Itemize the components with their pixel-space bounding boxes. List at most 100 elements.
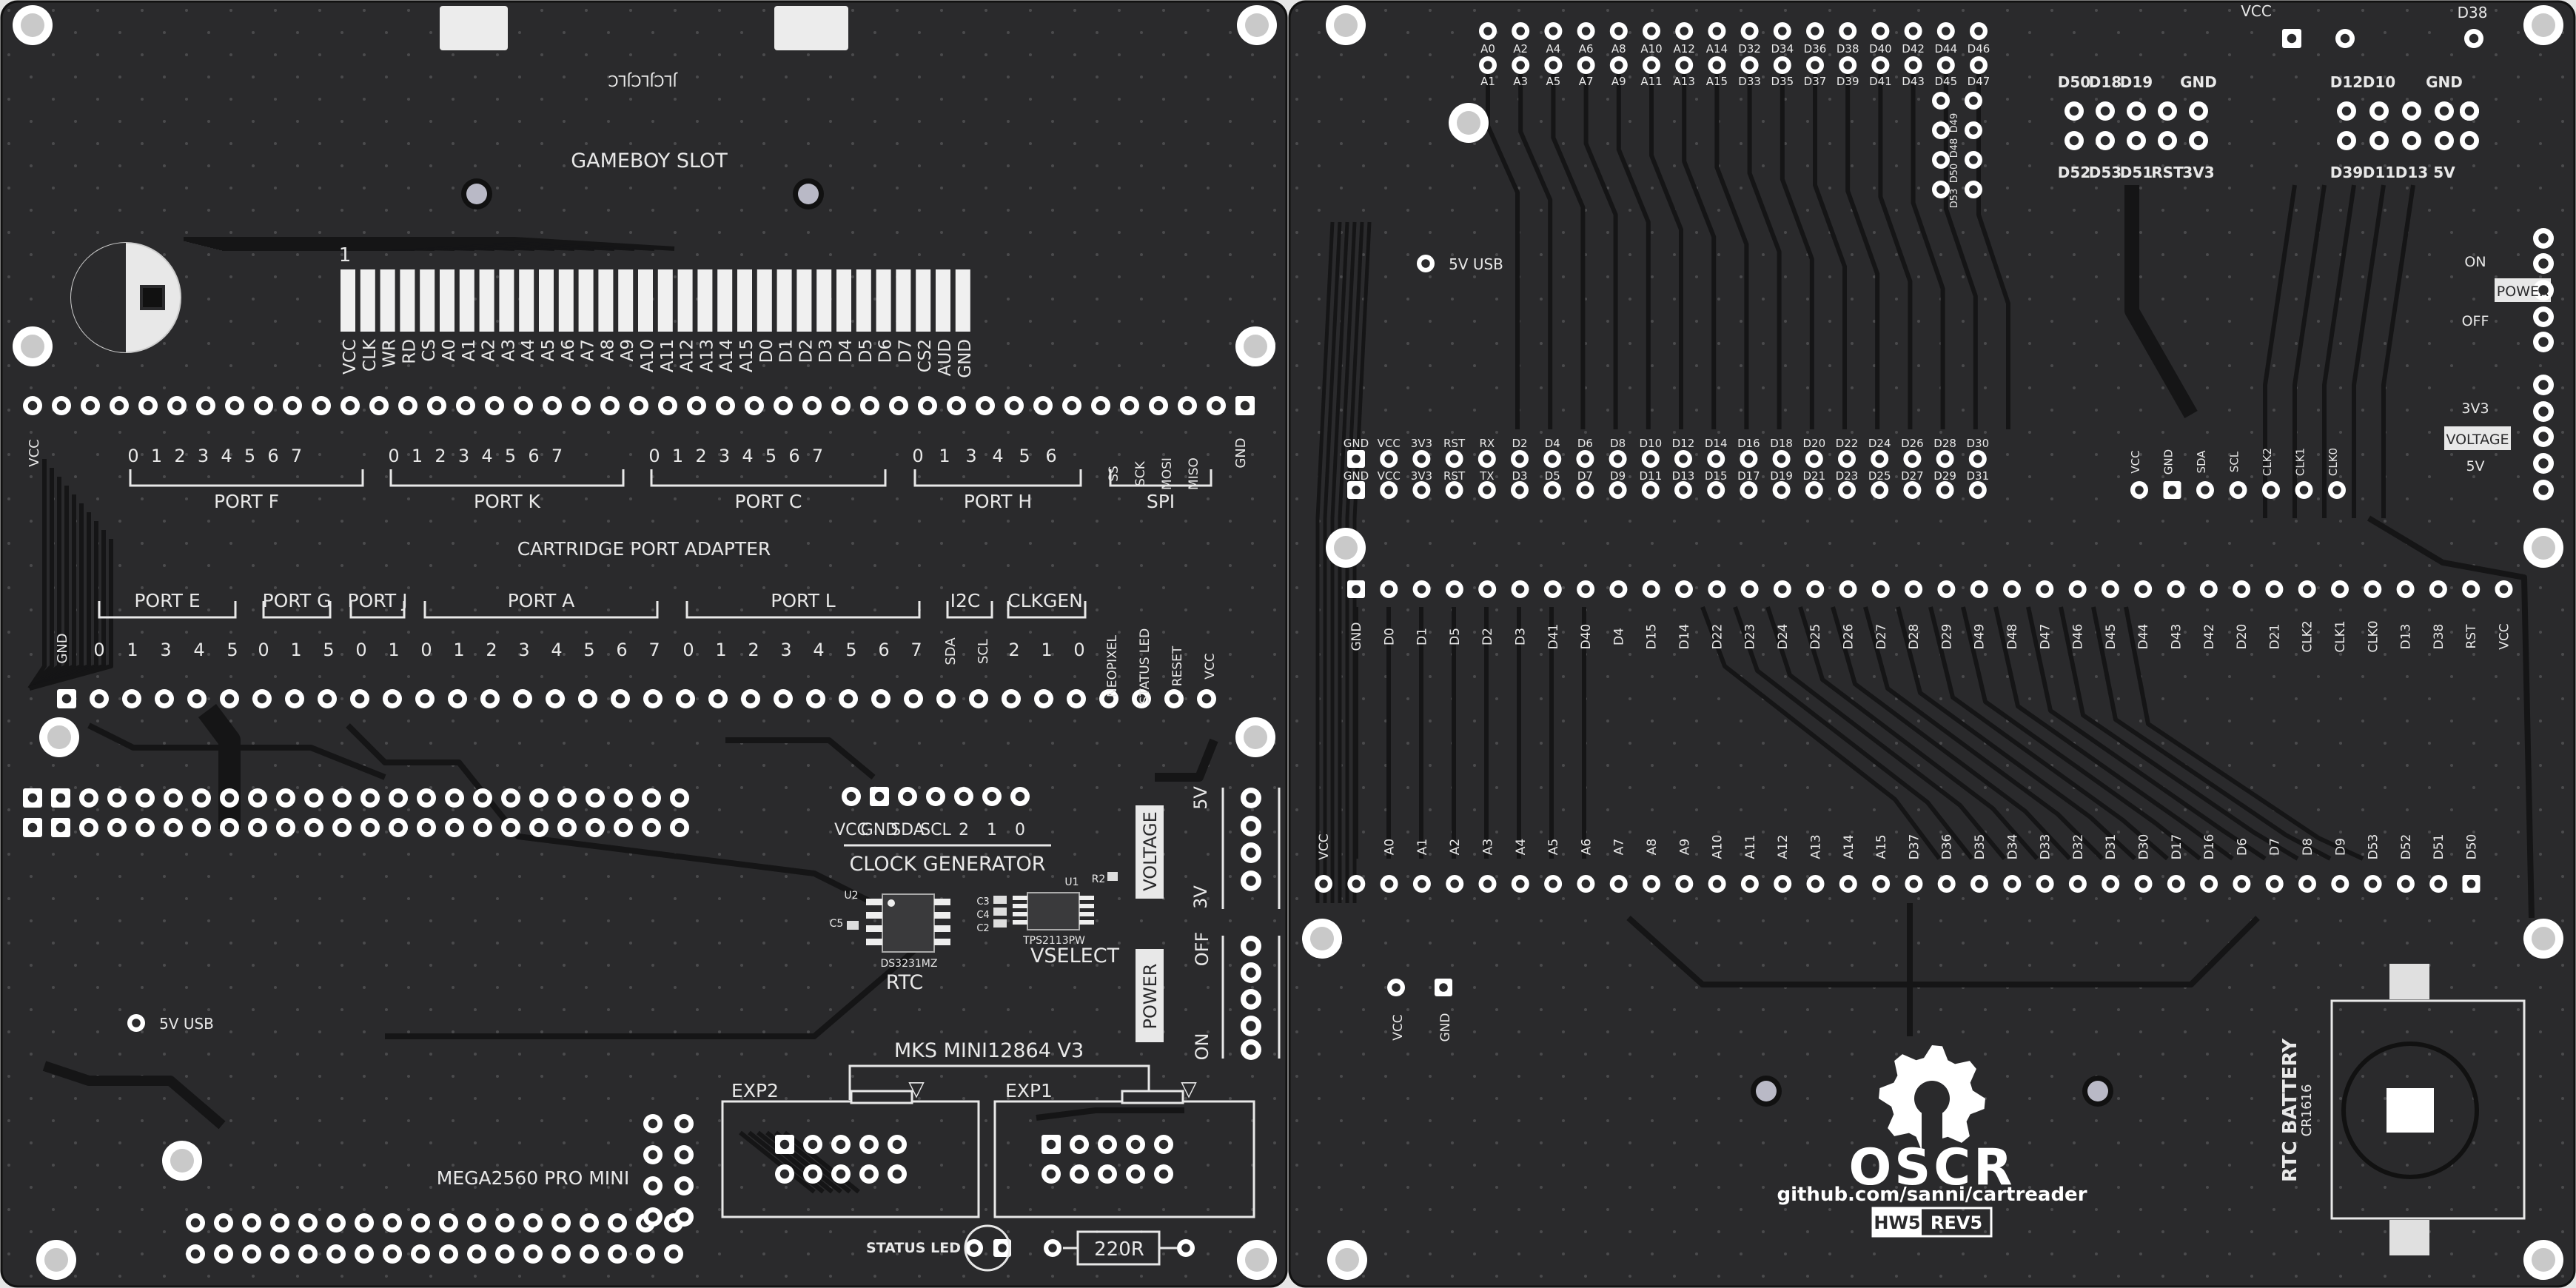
drill-hole bbox=[2341, 106, 2352, 116]
trace bbox=[385, 945, 920, 1039]
slot-pin-label: RD bbox=[400, 339, 419, 364]
drill-hole bbox=[583, 694, 593, 704]
drill-hole bbox=[1936, 126, 1945, 135]
top-header-label: A8 bbox=[1611, 42, 1626, 56]
mounting-hole-drill bbox=[1457, 111, 1480, 135]
mounting-hole-drill bbox=[1244, 335, 1267, 358]
drill-hole bbox=[1942, 879, 1951, 888]
drill-hole bbox=[1974, 27, 1983, 36]
misc-pin-label: VCC bbox=[1203, 653, 1218, 679]
drill-hole bbox=[2332, 486, 2341, 494]
trace bbox=[1616, 74, 1651, 429]
drill-hole bbox=[84, 793, 94, 803]
battery-ring bbox=[2341, 1042, 2479, 1179]
extra-column-label: D50 bbox=[1949, 164, 1960, 184]
drill-hole bbox=[84, 822, 94, 833]
row-four-label: D16 bbox=[2202, 834, 2217, 860]
row-four-label: D30 bbox=[2137, 834, 2152, 860]
drill-hole bbox=[2401, 879, 2410, 888]
mid-row-label: RST bbox=[1443, 437, 1466, 450]
row-three-label: D24 bbox=[1776, 624, 1791, 650]
battery-tab bbox=[2389, 1220, 2429, 1255]
spi-pin-label: MISO bbox=[1187, 457, 1201, 490]
trace bbox=[2124, 185, 2198, 418]
trace bbox=[1798, 606, 2039, 860]
edge-finger bbox=[618, 269, 634, 332]
drill-hole bbox=[359, 1249, 369, 1259]
power-switch-label-box bbox=[1136, 949, 1164, 1042]
drill-hole bbox=[1778, 61, 1787, 70]
mid-row-label: D10 bbox=[1639, 437, 1662, 450]
drill-hole bbox=[2172, 879, 2181, 888]
drill-hole bbox=[1942, 61, 1951, 70]
drill-hole bbox=[374, 400, 384, 411]
top-header-label: D38 bbox=[1837, 42, 1859, 56]
trace bbox=[725, 737, 876, 780]
drill-hole bbox=[114, 400, 124, 411]
drill-hole bbox=[1942, 27, 1951, 36]
mid-row-label: D9 bbox=[1610, 469, 1626, 483]
port-digit: 2 bbox=[435, 446, 446, 466]
drill-hole bbox=[648, 1212, 658, 1222]
ref-designator: U1 bbox=[1064, 876, 1079, 888]
mid-header-label: GND bbox=[2180, 73, 2217, 91]
drill-hole bbox=[331, 1218, 341, 1228]
top-header-label: A5 bbox=[1546, 75, 1560, 88]
clock-generator-pin-label: SCL bbox=[920, 821, 951, 839]
port-digit: 7 bbox=[551, 446, 563, 466]
port-digit: 0 bbox=[127, 446, 138, 466]
drill-hole bbox=[421, 793, 432, 803]
usb-label: 5V USB bbox=[1449, 255, 1503, 273]
right-header-label: D13 bbox=[2395, 164, 2428, 181]
drill-hole bbox=[415, 1218, 426, 1228]
row-four-label: D6 bbox=[2235, 838, 2250, 856]
battery-type: CR1616 bbox=[2299, 1084, 2315, 1137]
chip-lead bbox=[866, 925, 882, 932]
drill-hole bbox=[1908, 486, 1917, 494]
mid-row-label: RX bbox=[1479, 437, 1495, 450]
extra-column-label: D53 bbox=[1949, 189, 1960, 209]
port-digit: 2 bbox=[174, 446, 185, 466]
drill-hole bbox=[1449, 455, 1459, 463]
drill-hole bbox=[1969, 96, 1978, 105]
drill-hole bbox=[303, 1249, 313, 1259]
drill-hole bbox=[143, 400, 153, 411]
port-bracket bbox=[262, 601, 332, 619]
drill-hole bbox=[1158, 1169, 1169, 1179]
row-three-label: D41 bbox=[1546, 624, 1561, 650]
voltage-lo-label: 3V bbox=[1190, 885, 1211, 909]
drill-hole bbox=[892, 1169, 902, 1179]
power-off-label: OFF bbox=[1192, 932, 1212, 967]
drill-hole bbox=[1875, 486, 1884, 494]
drill-hole bbox=[1679, 486, 1688, 494]
row-three-label: D22 bbox=[1710, 624, 1725, 650]
port-digit: 4 bbox=[551, 640, 562, 660]
row-four-label: D37 bbox=[1907, 834, 1922, 860]
slot-pin-label: CS bbox=[420, 339, 439, 362]
drill-hole bbox=[584, 1249, 594, 1259]
right-header-label: GND bbox=[2426, 73, 2463, 91]
port-digit: 0 bbox=[258, 640, 269, 660]
drill-hole bbox=[2538, 285, 2549, 295]
drill-hole bbox=[864, 1139, 874, 1150]
ref-designator: C5 bbox=[830, 918, 844, 930]
clock-generator-pin-label: GND bbox=[861, 821, 898, 839]
drill-hole bbox=[246, 1218, 257, 1228]
mid-row-label: D4 bbox=[1545, 437, 1560, 450]
drill-hole bbox=[56, 793, 66, 803]
row-three-label: VCC bbox=[2498, 623, 2512, 649]
top-header-label: D41 bbox=[1869, 75, 1892, 88]
mounting-hole-drill bbox=[1335, 1248, 1359, 1272]
drill-hole bbox=[612, 1249, 623, 1259]
drill-hole bbox=[337, 822, 347, 833]
ref-designator: U2 bbox=[844, 890, 858, 902]
mid-row-label: D25 bbox=[1868, 469, 1891, 483]
power-on-label: ON bbox=[1192, 1033, 1212, 1061]
row-three-label: D1 bbox=[1415, 628, 1430, 645]
drill-hole bbox=[922, 400, 933, 411]
drill-hole bbox=[159, 694, 170, 704]
drill-hole bbox=[1096, 400, 1106, 411]
edge-finger bbox=[519, 269, 534, 332]
slot-pin-label: GND bbox=[956, 339, 975, 378]
row-three-label: D15 bbox=[1645, 624, 1660, 650]
